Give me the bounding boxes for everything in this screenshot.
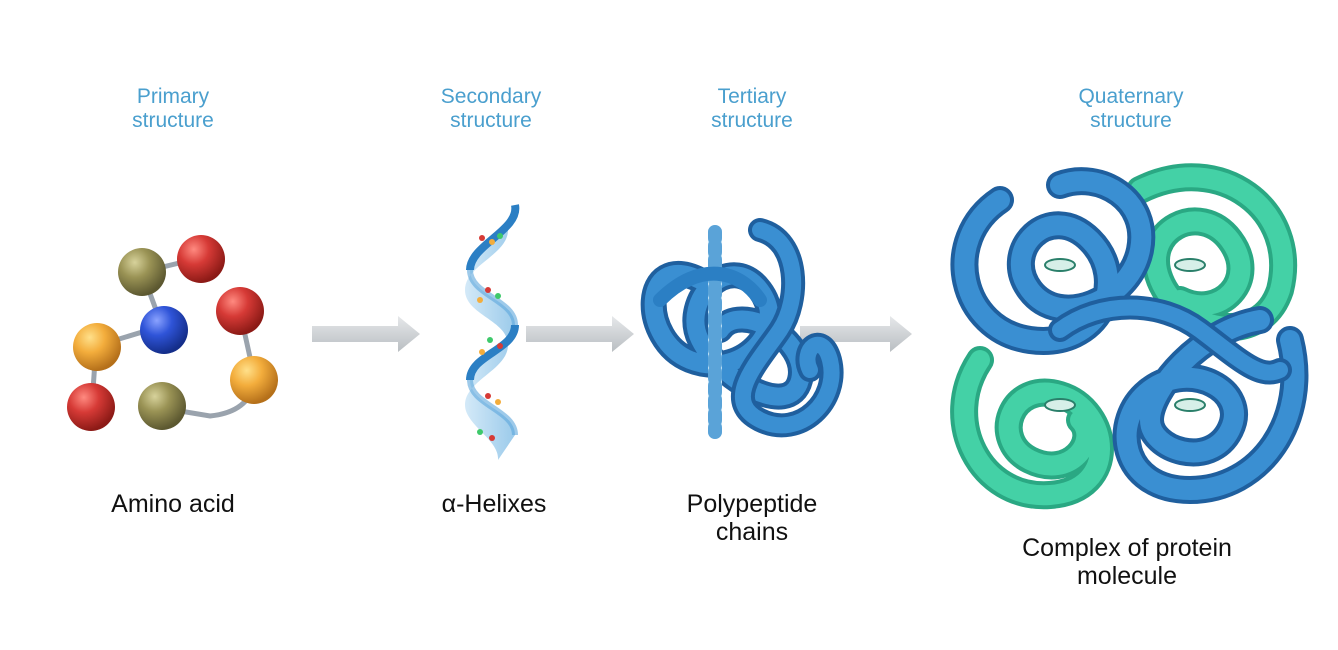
tertiary-heading-line-2: structure <box>711 109 793 132</box>
quaternary-heading: Quaternary structure <box>1021 85 1241 133</box>
primary-heading-line-2: structure <box>132 109 214 132</box>
primary-caption-line-1: Amino acid <box>111 490 235 518</box>
right-arrow-icon <box>312 316 420 352</box>
tertiary-heading-line-1: Tertiary <box>717 85 787 108</box>
secondary-heading: Secondary structure <box>381 85 601 133</box>
alpha-helix-icon <box>465 204 520 460</box>
primary-heading: Primary structure <box>63 85 283 133</box>
amino-acid-chain-icon <box>67 235 278 431</box>
primary-caption: Amino acid <box>23 490 323 518</box>
right-arrow-icon <box>800 316 912 352</box>
protein-complex-icon <box>950 163 1309 510</box>
secondary-caption: α-Helixes <box>344 490 644 518</box>
right-arrow-icon <box>526 316 634 352</box>
quaternary-caption-line-1: Complex of protein <box>1022 534 1232 562</box>
tertiary-caption-line-1: Polypeptide <box>686 490 818 518</box>
tertiary-heading: Tertiary structure <box>642 85 862 133</box>
secondary-heading-line-1: Secondary <box>440 85 542 108</box>
quaternary-caption: Complex of protein molecule <box>977 534 1277 590</box>
polypeptide-fold-icon <box>640 218 844 439</box>
secondary-heading-line-2: structure <box>450 109 532 132</box>
tertiary-caption-line-2: chains <box>715 518 789 546</box>
primary-heading-line-1: Primary <box>136 85 210 108</box>
quaternary-caption-line-2: molecule <box>1076 562 1178 590</box>
quaternary-heading-line-1: Quaternary <box>1078 85 1184 108</box>
secondary-caption-line-1: α-Helixes <box>441 490 547 518</box>
tertiary-caption: Polypeptide chains <box>602 490 902 546</box>
quaternary-heading-line-2: structure <box>1090 109 1172 132</box>
